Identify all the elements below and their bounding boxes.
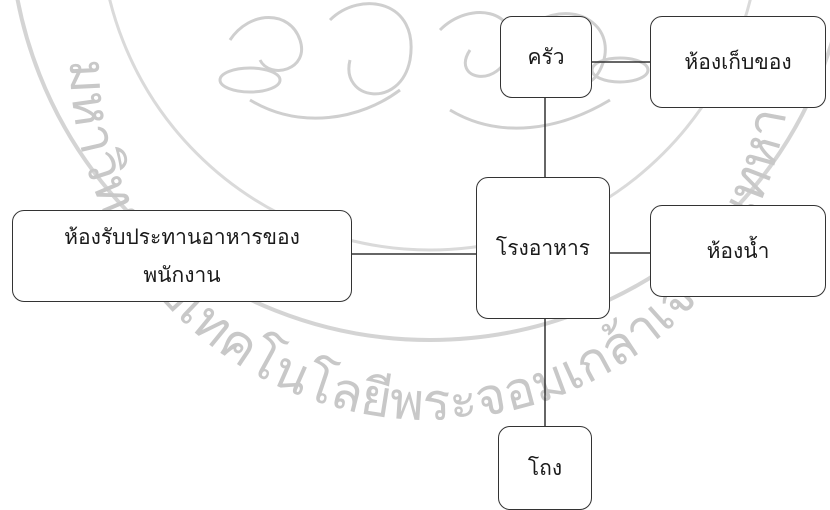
node-staff-dining-room: ห้องรับประทานอาหารของพนักงาน <box>12 210 352 302</box>
node-kitchen: ครัว <box>500 16 592 98</box>
node-canteen-label: โรงอาหาร <box>495 236 591 260</box>
node-kitchen-label: ครัว <box>527 45 565 69</box>
node-hall: โถง <box>498 426 592 510</box>
node-staff-dining-room-label: ห้องรับประทานอาหารของพนักงาน <box>64 225 300 287</box>
seal-outer-ring <box>15 0 830 342</box>
node-toilet-label: ห้องน้ำ <box>706 239 770 263</box>
seal-inner-ring <box>108 0 752 252</box>
node-canteen: โรงอาหาร <box>476 177 610 319</box>
node-hall-label: โถง <box>527 456 563 480</box>
node-storage-room: ห้องเก็บของ <box>650 16 826 108</box>
node-storage-room-label: ห้องเก็บของ <box>684 50 792 74</box>
node-toilet: ห้องน้ำ <box>650 205 826 297</box>
